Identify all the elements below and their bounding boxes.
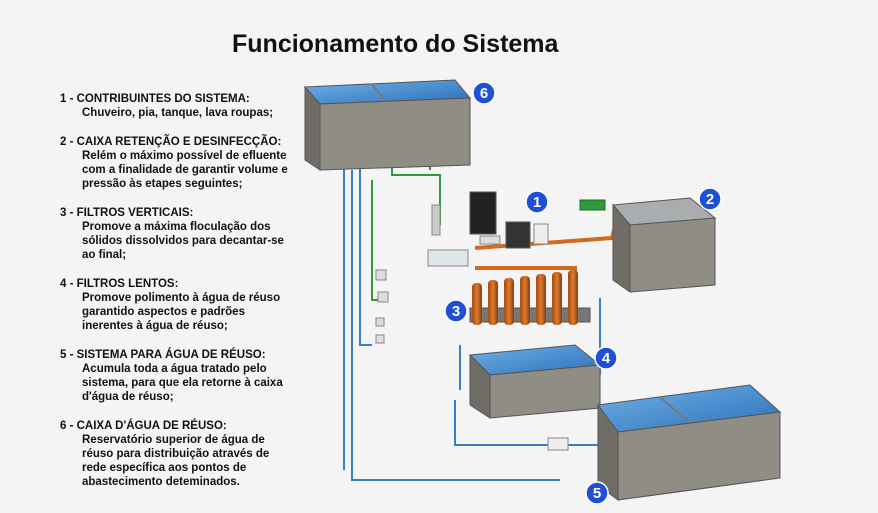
legend-item-description: Promove a máxima floculação dos bbox=[82, 221, 271, 233]
reuse-upper-tank bbox=[303, 79, 472, 171]
badge-number: 6 bbox=[480, 85, 488, 102]
badge-number: 3 bbox=[452, 303, 460, 320]
legend-item: 3 - FILTROS VERTICAIS: Promove a máxima … bbox=[60, 206, 310, 262]
legend-item-description: abastecimento deteminados. bbox=[82, 476, 240, 488]
badge-number: 1 bbox=[533, 194, 541, 211]
page-title: Funcionamento do Sistema bbox=[232, 30, 559, 58]
reuse-system-tank bbox=[547, 384, 782, 501]
legend-item-description: rede específica aos pontos de bbox=[82, 462, 247, 474]
legend-item-description: garantido aspectos e padrões bbox=[82, 306, 245, 318]
badge-number: 4 bbox=[602, 350, 611, 367]
legend-item-heading: 2 - CAIXA RETENÇÃO E DESINFECÇÃO: bbox=[60, 136, 282, 148]
legend-item-description: d'água de réuso; bbox=[82, 391, 174, 403]
slow-filters-tank bbox=[468, 344, 602, 419]
legend-item-description: sistema, para que ela retorne à caixa bbox=[82, 377, 283, 389]
legend-item-heading: 1 - CONTRIBUINTES DO SISTEMA: bbox=[60, 93, 250, 105]
badge-4: 4 bbox=[594, 346, 618, 370]
legend-item-description: réuso para distribuição através de bbox=[82, 448, 270, 460]
legend-item-description: pressão às etapes seguintes; bbox=[82, 178, 243, 190]
legend-item-description: inerentes à água de réuso; bbox=[82, 320, 228, 332]
legend-item-description: Relém o máximo possível de efluente bbox=[82, 150, 287, 162]
legend-item-description: Acumula toda a água tratado pelo bbox=[82, 363, 267, 375]
legend-item: 4 - FILTROS LENTOS: Promove polimento à … bbox=[60, 277, 310, 333]
legend-item: 1 - CONTRIBUINTES DO SISTEMA: Chuveiro, … bbox=[60, 92, 310, 120]
blue-pipes bbox=[343, 160, 613, 481]
badge-number: 5 bbox=[593, 485, 601, 502]
badge-3: 3 bbox=[444, 299, 468, 323]
badge-5: 5 bbox=[585, 481, 609, 505]
badge-2: 2 bbox=[698, 187, 722, 211]
legend-item-heading: 4 - FILTROS LENTOS: bbox=[60, 278, 179, 290]
legend-item-description: Promove polimento à água de réuso bbox=[82, 292, 281, 304]
legend-item: 5 - SISTEMA PARA ÁGUA DE RÉUSO: Acumula … bbox=[60, 348, 310, 404]
legend-item-description: Reservatório superior de água de bbox=[82, 434, 265, 446]
vertical-filters bbox=[469, 270, 591, 325]
legend-item-description: sólidos dissolvidos para decantar-se bbox=[82, 235, 284, 247]
badge-number: 2 bbox=[706, 191, 714, 208]
badge-1: 1 bbox=[525, 190, 549, 214]
legend-item-description: com a finalidade de garantir volume e bbox=[82, 164, 288, 176]
legend-item-heading: 3 - FILTROS VERTICAIS: bbox=[60, 207, 194, 219]
legend-item-description: Chuveiro, pia, tanque, lava roupas; bbox=[82, 107, 274, 119]
legend-item-heading: 5 - SISTEMA PARA ÁGUA DE RÉUSO: bbox=[60, 349, 266, 361]
legend-item: 6 - CAIXA D'ÁGUA DE RÉUSO: Reservatório … bbox=[60, 419, 310, 489]
legend-item: 2 - CAIXA RETENÇÃO E DESINFECÇÃO: Relém … bbox=[60, 135, 310, 191]
contributor-fixtures bbox=[375, 191, 549, 344]
badge-6: 6 bbox=[472, 81, 496, 105]
retention-tank bbox=[579, 197, 717, 293]
legend-item-heading: 6 - CAIXA D'ÁGUA DE RÉUSO: bbox=[60, 420, 227, 432]
legend-item-description: ao final; bbox=[82, 249, 127, 261]
legend-list: 1 - CONTRIBUINTES DO SISTEMA: Chuveiro, … bbox=[60, 92, 310, 504]
